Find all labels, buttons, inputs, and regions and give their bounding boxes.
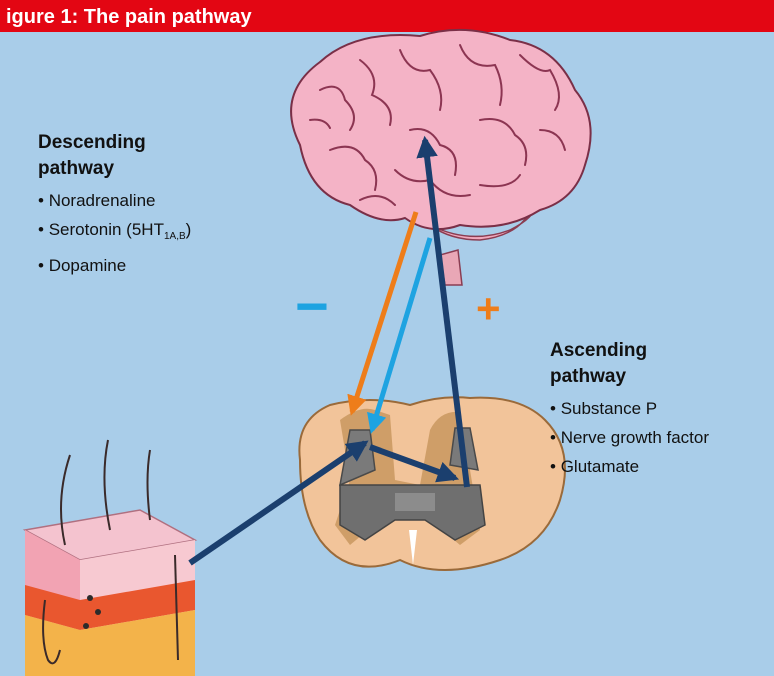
ascending-heading: Ascending pathway <box>550 338 709 390</box>
descending-list: Noradrenaline Serotonin (5HT1A,B) Dopami… <box>38 186 191 280</box>
descending-heading-line2: pathway <box>38 156 191 182</box>
ascending-heading-line1: Ascending <box>550 338 709 364</box>
list-item: Noradrenaline <box>38 186 191 215</box>
descending-heading-line1: Descending <box>38 130 191 156</box>
list-item: Serotonin (5HT1A,B) <box>38 215 191 251</box>
ascending-pathway-text: Ascending pathway Substance P Nerve grow… <box>550 338 709 481</box>
ascending-list: Substance P Nerve growth factor Glutamat… <box>550 394 709 481</box>
minus-sign: − <box>295 282 329 332</box>
list-item: Glutamate <box>550 452 709 481</box>
list-item: Dopamine <box>38 251 191 280</box>
serotonin-suffix: ) <box>186 220 192 239</box>
spinal-cord-icon <box>299 397 565 570</box>
descending-pathway-text: Descending pathway Noradrenaline Seroton… <box>38 130 191 280</box>
list-item: Nerve growth factor <box>550 423 709 452</box>
descending-heading: Descending pathway <box>38 130 191 182</box>
list-item: Substance P <box>550 394 709 423</box>
skin-section-icon <box>25 440 195 676</box>
serotonin-subscript: 1A,B <box>164 231 186 242</box>
ascending-heading-line2: pathway <box>550 364 709 390</box>
plus-sign: + <box>476 288 501 330</box>
serotonin-label: Serotonin (5HT <box>49 220 164 239</box>
